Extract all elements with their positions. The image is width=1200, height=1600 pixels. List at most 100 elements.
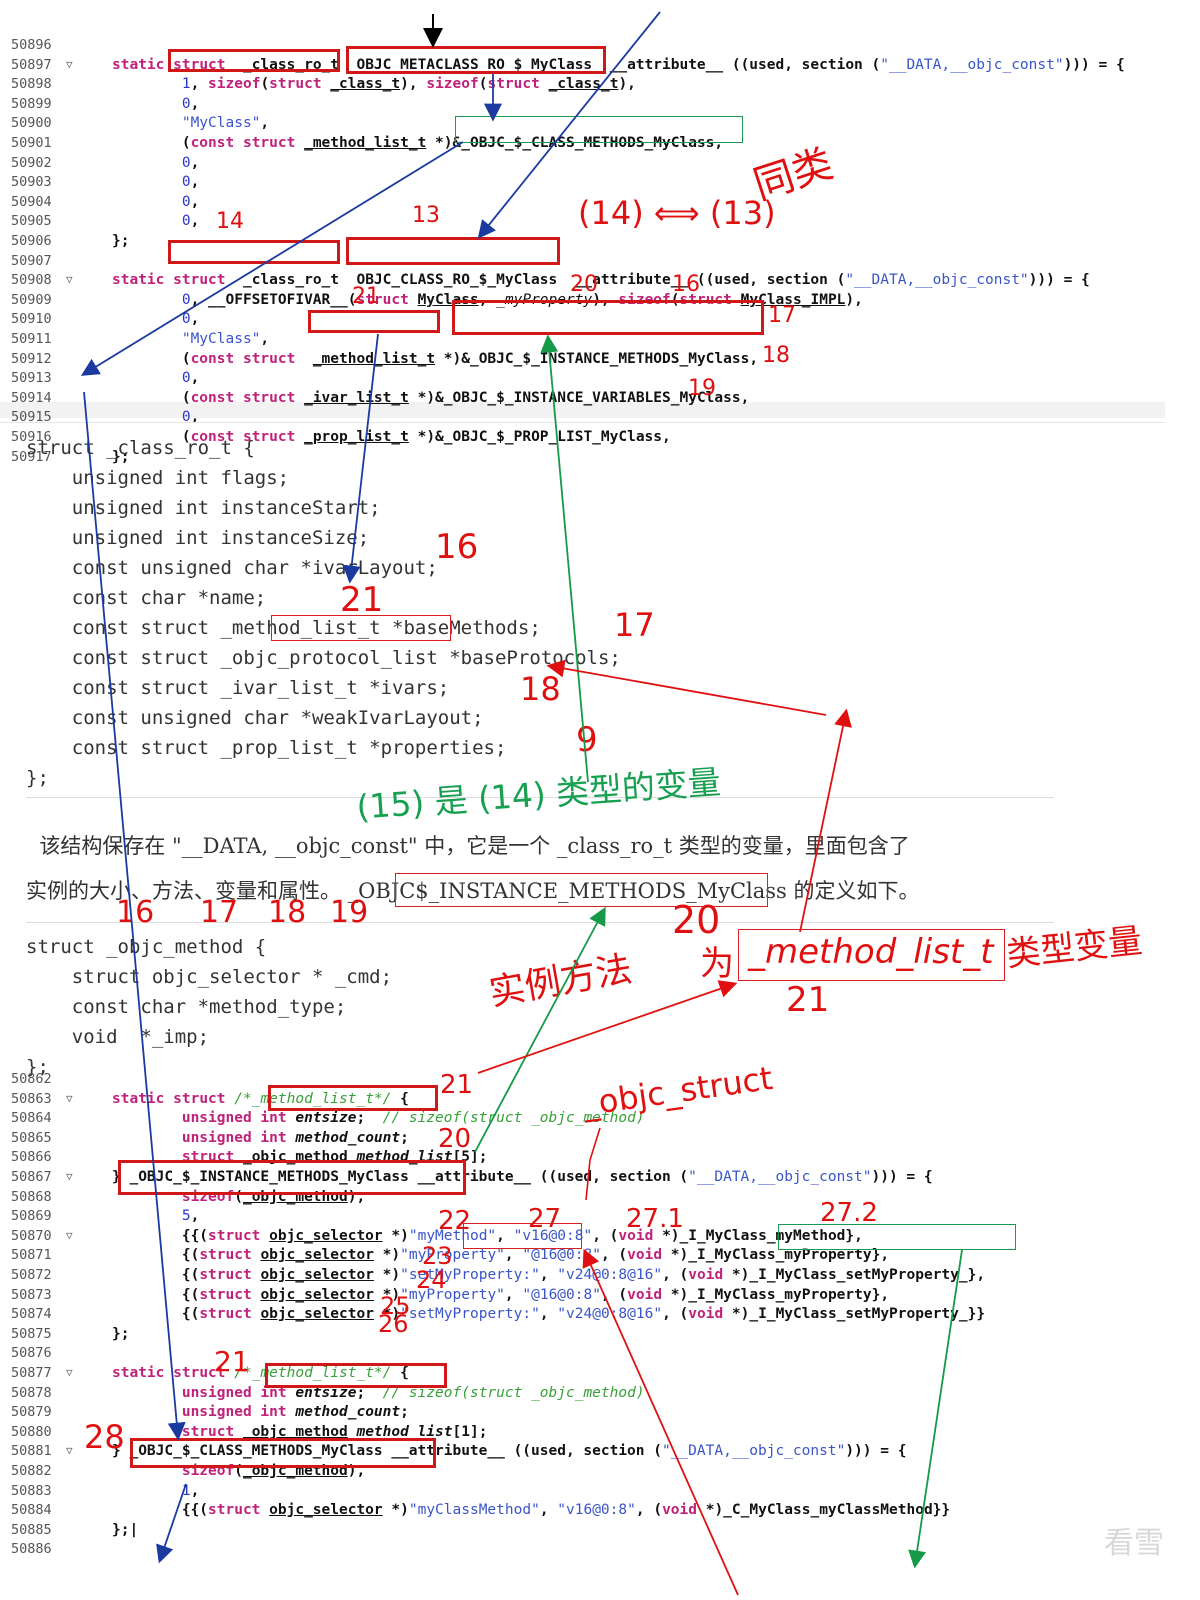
line-number: 50883 bbox=[11, 1482, 52, 1499]
code-line[interactable]: 50883 1, bbox=[0, 1482, 1190, 1500]
code-line[interactable]: 50875}; bbox=[0, 1325, 1190, 1343]
code-text: static struct _class_ro_t OBJC_CLASS_RO_… bbox=[112, 272, 1090, 289]
fold-chevron-icon[interactable]: ▽ bbox=[66, 1091, 73, 1105]
line-number: 50901 bbox=[11, 135, 52, 151]
code-line[interactable]: 50869 5, bbox=[0, 1207, 1190, 1225]
highlight-doc-method-list-t bbox=[271, 615, 451, 641]
line-number: 50916 bbox=[11, 429, 52, 445]
code-line[interactable]: 50885};| bbox=[0, 1521, 1190, 1539]
code-line[interactable]: 50915 0, bbox=[0, 408, 1190, 426]
code-line[interactable]: 50867▽} _OBJC_$_INSTANCE_METHODS_MyClass… bbox=[0, 1168, 1190, 1186]
doc-code-line: unsigned int instanceSize; bbox=[26, 527, 370, 549]
code-line[interactable]: 50884 {{(struct objc_selector *)"myClass… bbox=[0, 1501, 1190, 1519]
code-line[interactable]: 50870▽ {{(struct objc_selector *)"myMeth… bbox=[0, 1227, 1190, 1245]
code-line[interactable]: 50886 bbox=[0, 1540, 1190, 1558]
anno-method-list-t-hand: _method_list_t bbox=[748, 932, 994, 972]
code-line[interactable]: 50878 unsigned int entsize; // sizeof(st… bbox=[0, 1384, 1190, 1402]
doc-code-line: void *_imp; bbox=[26, 1026, 210, 1048]
code-line[interactable]: 50907 bbox=[0, 252, 1190, 270]
objc-method-struct-doc: struct _objc_method { struct objc_select… bbox=[26, 932, 392, 1082]
anno-21e: 21 bbox=[214, 1345, 250, 1378]
code-line[interactable]: 50873 {(struct objc_selector *)"myProper… bbox=[0, 1286, 1190, 1304]
code-line[interactable]: 50881▽} _OBJC_$_CLASS_METHODS_MyClass __… bbox=[0, 1442, 1190, 1460]
code-line[interactable]: 50897▽static struct _class_ro_t OBJC_MET… bbox=[0, 56, 1190, 74]
anno-13: 13 bbox=[412, 203, 440, 228]
code-line[interactable]: 50901 (const struct _method_list_t *)&_O… bbox=[0, 134, 1190, 152]
line-number: 50874 bbox=[11, 1306, 52, 1323]
line-number: 50905 bbox=[11, 213, 52, 230]
anno-14-13: (14) ⟺ (13) bbox=[578, 194, 776, 232]
anno-22: 22 bbox=[438, 1206, 472, 1236]
code-line[interactable]: 50900 "MyClass", bbox=[0, 114, 1190, 132]
code-line[interactable]: 50908▽static struct _class_ro_t OBJC_CLA… bbox=[0, 271, 1190, 289]
anno-28: 28 bbox=[84, 1418, 125, 1456]
line-number: 50864 bbox=[11, 1110, 52, 1127]
line-number: 50886 bbox=[11, 1541, 52, 1558]
code-line[interactable]: 50896 bbox=[0, 36, 1190, 54]
code-line[interactable]: 50909 0, __OFFSETOFIVAR__(struct MyClass… bbox=[0, 291, 1190, 309]
code-line[interactable]: 50906}; bbox=[0, 232, 1190, 250]
highlight-instance-methods-def bbox=[118, 1160, 466, 1195]
code-text: (const struct _method_list_t *)&_OBJC_$_… bbox=[112, 135, 724, 151]
anno-26: 26 bbox=[378, 1310, 409, 1338]
code-line[interactable]: 50872 {(struct objc_selector *)"setMyPro… bbox=[0, 1266, 1190, 1284]
code-line[interactable]: 50865 unsigned int method_count; bbox=[0, 1129, 1190, 1147]
code-line[interactable]: 50864 unsigned int entsize; // sizeof(st… bbox=[0, 1109, 1190, 1127]
anno-20c: 20 bbox=[438, 1124, 472, 1154]
line-number: 50907 bbox=[11, 252, 52, 269]
line-number: 50873 bbox=[11, 1286, 52, 1303]
anno-17c: 17 bbox=[200, 895, 239, 930]
code-text: }; bbox=[112, 1325, 130, 1342]
code-line[interactable]: 50912 (const struct _method_list_t *)&_O… bbox=[0, 350, 1190, 368]
doc-code-line: struct _objc_method { bbox=[26, 936, 267, 958]
anno-17b: 17 bbox=[614, 606, 655, 644]
fold-chevron-icon[interactable]: ▽ bbox=[66, 57, 73, 71]
code-text: "MyClass", bbox=[181, 331, 270, 347]
doc-code-line: const char *method_type; bbox=[26, 996, 347, 1018]
fold-chevron-icon[interactable]: ▽ bbox=[66, 1228, 73, 1242]
anno-14: 14 bbox=[216, 209, 244, 234]
code-line[interactable]: 50871 {(struct objc_selector *)"myProper… bbox=[0, 1246, 1190, 1264]
code-line[interactable]: 50898 1, sizeof(struct _class_t), sizeof… bbox=[0, 75, 1190, 93]
code-line[interactable]: 50916 (const struct _prop_list_t *)&_OBJ… bbox=[0, 428, 1190, 446]
code-line[interactable]: 50874 {(struct objc_selector *)"setMyPro… bbox=[0, 1305, 1190, 1323]
arrow-red-list-to-type bbox=[477, 980, 738, 1074]
code-line[interactable]: 50905 0, bbox=[0, 212, 1190, 230]
line-number: 50899 bbox=[11, 95, 52, 112]
fold-chevron-icon[interactable]: ▽ bbox=[66, 1366, 73, 1379]
divider bbox=[26, 797, 1054, 798]
line-number: 50877 bbox=[11, 1365, 52, 1381]
code-line[interactable]: 50904 0, bbox=[0, 193, 1190, 211]
code-line[interactable]: 50876 bbox=[0, 1344, 1190, 1362]
fold-chevron-icon[interactable]: ▽ bbox=[66, 273, 73, 287]
code-line[interactable]: 50899 0, bbox=[0, 95, 1190, 113]
code-line[interactable]: 50914 (const struct _ivar_list_t *)&_OBJ… bbox=[0, 389, 1190, 407]
fold-chevron-icon[interactable]: ▽ bbox=[66, 1170, 73, 1183]
line-number: 50875 bbox=[11, 1325, 52, 1342]
prose-line-2: 实例的大小、方法、变量和属性。 _OBJC$_INSTANCE_METHODS_… bbox=[26, 879, 920, 903]
fold-chevron-icon[interactable]: ▽ bbox=[66, 1444, 73, 1458]
highlight-method-list-t bbox=[308, 310, 440, 333]
code-text: {(struct objc_selector *)"myProperty", "… bbox=[112, 1286, 890, 1303]
code-line[interactable]: 50902 0, bbox=[0, 154, 1190, 172]
line-number: 50902 bbox=[11, 154, 52, 171]
code-line[interactable]: 50911 "MyClass", bbox=[0, 330, 1190, 348]
code-line[interactable]: 50880 struct _objc_method method_list[1]… bbox=[0, 1423, 1190, 1441]
code-line[interactable]: 50862 bbox=[0, 1070, 1190, 1088]
code-line[interactable]: 50877▽static struct /*_method_list_t*/ { bbox=[0, 1364, 1190, 1382]
code-text: 0, bbox=[181, 193, 200, 210]
anno-27: 27 bbox=[528, 1204, 562, 1234]
code-line[interactable]: 50910 0, bbox=[0, 310, 1190, 328]
code-text: {(struct objc_selector *)"setMyProperty:… bbox=[112, 1267, 986, 1283]
doc-code-line: const struct _ivar_list_t *ivars; bbox=[26, 677, 450, 699]
brace-red bbox=[585, 1127, 601, 1201]
code-line[interactable]: 50913 0, bbox=[0, 369, 1190, 387]
code-line[interactable]: 50863▽static struct /*_method_list_t*/ { bbox=[0, 1090, 1190, 1108]
anno-16b: 16 bbox=[435, 527, 479, 567]
line-number: 50897 bbox=[11, 56, 52, 73]
arrow-green-instance-up bbox=[474, 906, 606, 1153]
code-line[interactable]: 50903 0, bbox=[0, 173, 1190, 191]
code-line[interactable]: 50879 unsigned int method_count; bbox=[0, 1403, 1190, 1421]
code-line[interactable]: 50917}; bbox=[0, 448, 1190, 466]
code-text: 0, __OFFSETOFIVAR__(struct MyClass, _myP… bbox=[181, 291, 863, 308]
